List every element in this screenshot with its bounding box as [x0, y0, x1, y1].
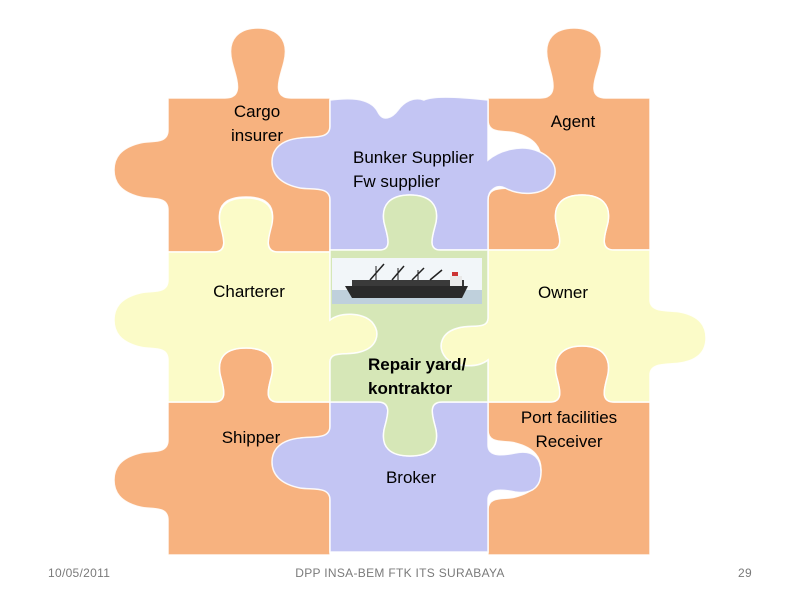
label-shipper: Shipper — [221, 428, 281, 447]
piece-charterer — [113, 197, 378, 403]
label-insurer: insurer — [231, 126, 283, 145]
footer-date: 10/05/2011 — [48, 566, 111, 580]
piece-cargo-insurer — [113, 27, 331, 253]
label-charterer: Charterer — [213, 282, 285, 301]
label-agent: Agent — [550, 112, 596, 131]
label-cargo: Cargo — [233, 102, 281, 121]
label-fw-supplier: Fw supplier — [353, 172, 440, 191]
label-owner: Owner — [537, 283, 589, 302]
label-kontraktor: kontraktor — [368, 379, 453, 398]
ship-image — [332, 258, 482, 304]
label-broker: Broker — [385, 468, 437, 487]
label-cargo-insurer: Cargo insurer — [231, 100, 283, 148]
label-port-facilities: Port facilities Receiver — [521, 406, 617, 454]
footer-page-number: 29 — [738, 566, 752, 580]
footer-organization: DPP INSA-BEM FTK ITS SURABAYA — [295, 566, 505, 580]
label-repair-yard-line1: Repair yard/ — [368, 355, 467, 374]
label-port-facilities-line1: Port facilities — [520, 408, 618, 427]
label-bunker: Bunker Supplier Fw supplier — [353, 146, 474, 194]
label-receiver: Receiver — [535, 432, 603, 451]
label-bunker-supplier: Bunker Supplier — [353, 148, 474, 167]
label-repair-yard: Repair yard/ kontraktor — [368, 353, 466, 401]
